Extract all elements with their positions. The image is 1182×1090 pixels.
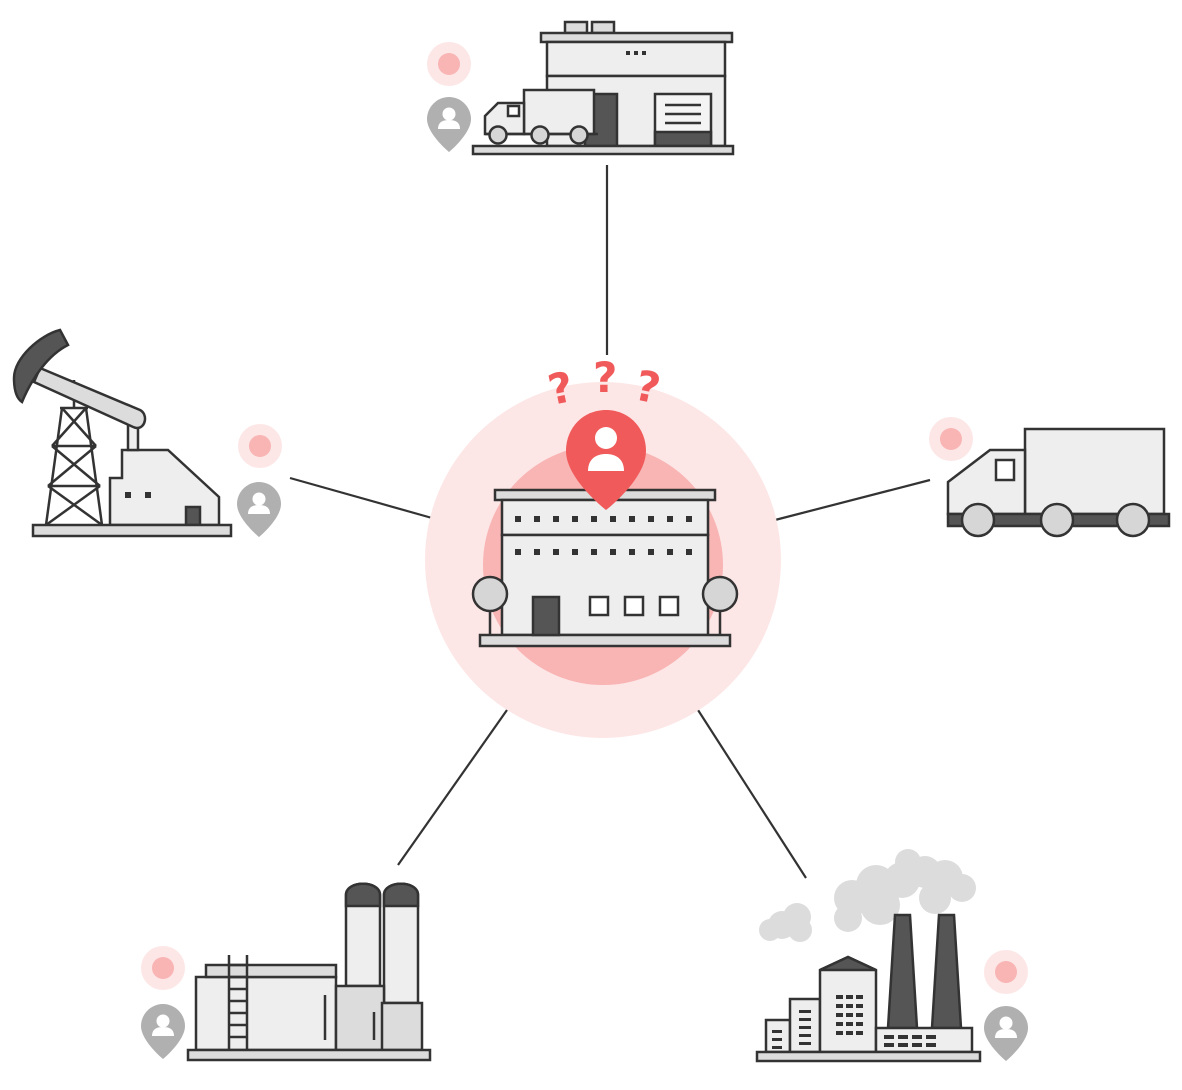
alert-dot-icon: [141, 946, 185, 990]
node-warehouse: [427, 20, 735, 156]
hub-window-dots: [515, 516, 692, 555]
node-oil-rig: [12, 328, 282, 538]
warehouse-with-truck-icon: [471, 20, 735, 156]
smoke-clouds: [759, 849, 976, 942]
connector-truck: [774, 478, 931, 522]
user-location-pin-icon: [237, 482, 281, 537]
delivery-truck-icon: [946, 427, 1171, 538]
warehouse-window-dots: [626, 51, 646, 55]
connector-refinery: [397, 709, 508, 866]
user-location-pin-icon: [141, 1004, 185, 1059]
power-plant-window-dots: [772, 995, 936, 1049]
oil-rig-window-dots: [125, 492, 151, 498]
node-power-plant: [755, 849, 1028, 1063]
connector-power-plant: [697, 709, 807, 879]
alert-dot-icon: [238, 424, 282, 468]
user-location-pin-icon: [984, 1006, 1028, 1061]
alert-dot-icon: [427, 42, 471, 86]
alert-dot-icon: [929, 417, 973, 461]
question-mark-middle: ?: [593, 353, 617, 402]
central-hub: ? ? ?: [425, 353, 781, 738]
connector-lines: [289, 165, 931, 879]
node-truck: [929, 417, 1171, 538]
oil-pump-jack-icon: [12, 328, 233, 538]
user-location-pin-icon: [566, 410, 646, 510]
connector-oil-rig: [289, 476, 433, 520]
factory-building-icon: [471, 488, 739, 648]
user-location-pin-icon: [427, 97, 471, 152]
node-refinery: [141, 882, 432, 1062]
alert-dot-icon: [984, 950, 1028, 994]
refinery-silo-icon: [186, 882, 432, 1062]
